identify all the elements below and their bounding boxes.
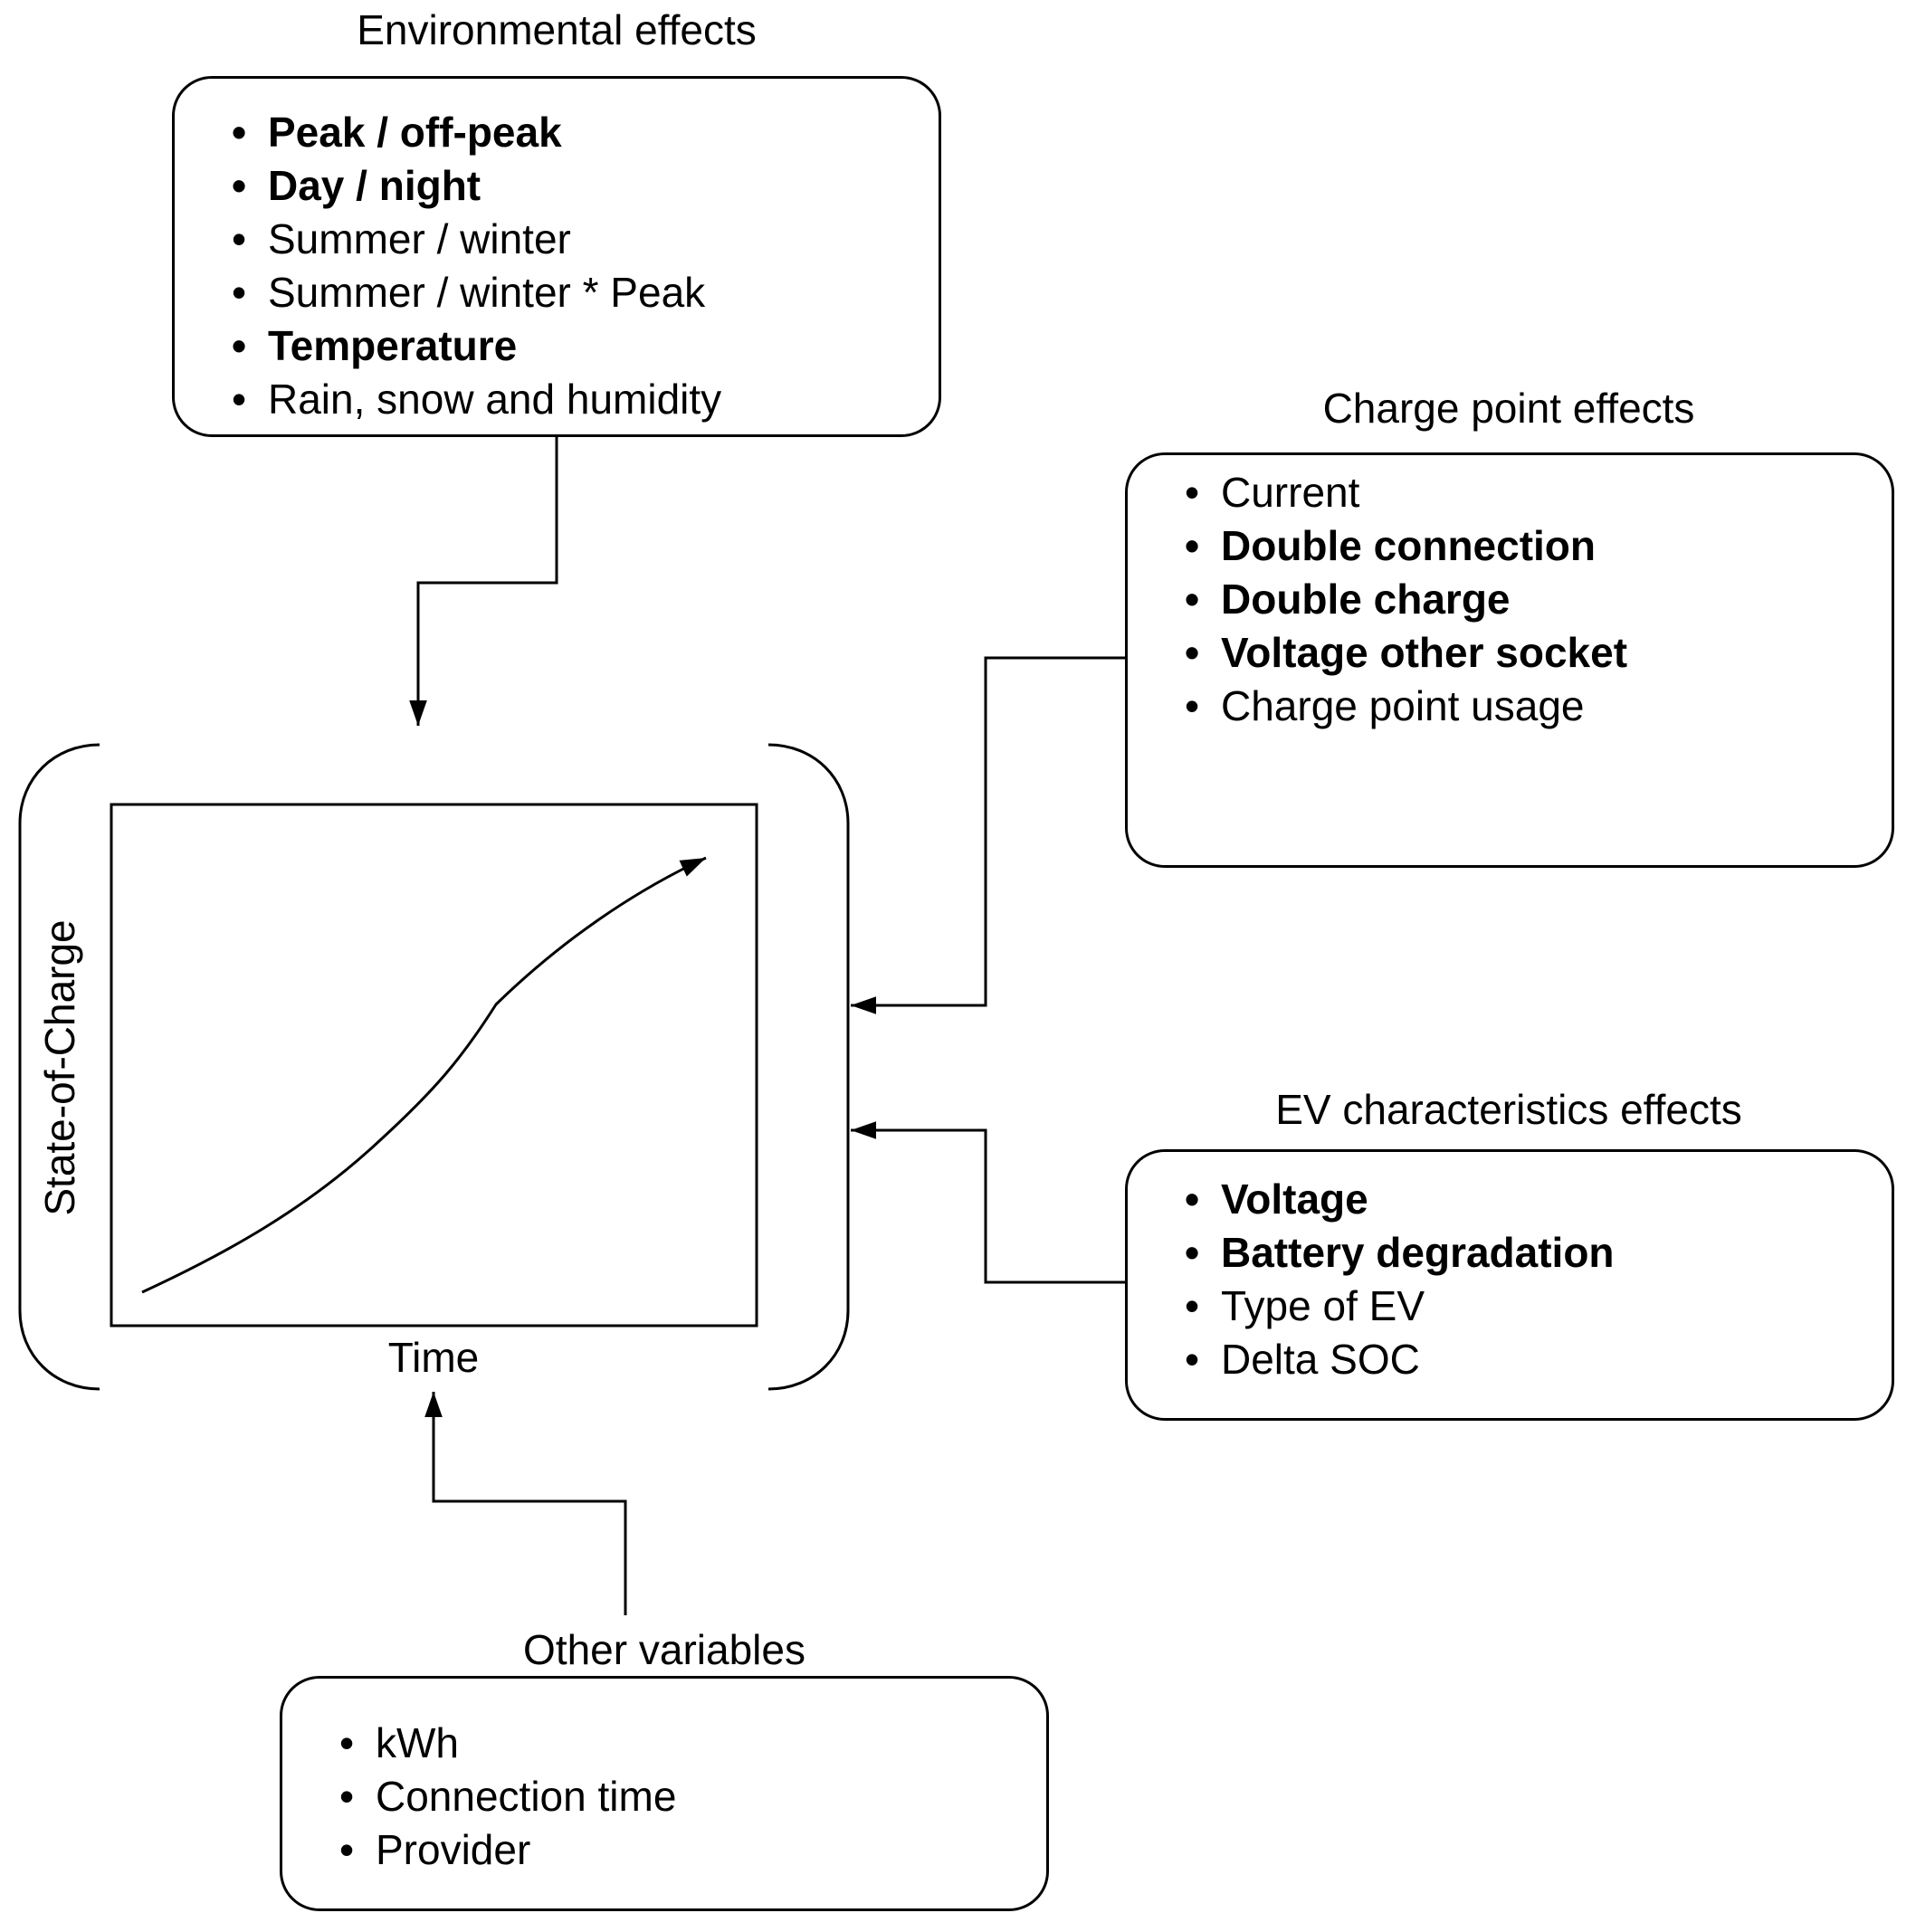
list-item: Day / night	[175, 159, 939, 213]
charge-point-effects-list: CurrentDouble connectionDouble chargeVol…	[1128, 466, 1892, 733]
list-item: Temperature	[175, 319, 939, 373]
list-item: Double charge	[1128, 573, 1892, 626]
other-variables-title: Other variables	[523, 1626, 805, 1673]
left-bracket	[18, 743, 100, 1391]
list-item: Summer / winter	[175, 213, 939, 266]
right-bracket	[767, 743, 850, 1391]
list-item: kWh	[282, 1717, 1046, 1770]
list-item: Battery degradation	[1128, 1226, 1892, 1280]
connector-other-variables	[424, 1392, 627, 1615]
list-item: Charge point usage	[1128, 680, 1892, 733]
list-item: Double connection	[1128, 519, 1892, 573]
ev-characteristics-effects-box: VoltageBattery degradationType of EVDelt…	[1125, 1149, 1894, 1421]
list-item: Provider	[282, 1823, 1046, 1877]
environmental-effects-box: Peak / off-peakDay / nightSummer / winte…	[172, 76, 941, 437]
list-item: Delta SOC	[1128, 1333, 1892, 1386]
list-item: Peak / off-peak	[175, 106, 939, 159]
charge-point-effects-title: Charge point effects	[1322, 385, 1695, 432]
list-item: Current	[1128, 466, 1892, 519]
list-item: Rain, snow and humidity	[175, 373, 939, 426]
charge-point-effects-box: CurrentDouble connectionDouble chargeVol…	[1125, 452, 1894, 868]
connector-environmental	[409, 435, 558, 726]
y-axis-label: State-of-Charge	[36, 919, 83, 1216]
list-item: Voltage	[1128, 1173, 1892, 1226]
other-variables-list: kWhConnection timeProvider	[282, 1717, 1046, 1877]
x-axis-label: Time	[387, 1334, 480, 1381]
list-item: Type of EV	[1128, 1280, 1892, 1333]
connector-ev-characteristics	[851, 1121, 1125, 1284]
soc-curve	[141, 856, 707, 1294]
ev-characteristics-effects-list: VoltageBattery degradationType of EVDelt…	[1128, 1173, 1892, 1386]
environmental-effects-title: Environmental effects	[357, 6, 757, 53]
connector-charge-point	[851, 656, 1125, 1014]
list-item: Voltage other socket	[1128, 626, 1892, 680]
list-item: Connection time	[282, 1770, 1046, 1823]
environmental-effects-list: Peak / off-peakDay / nightSummer / winte…	[175, 106, 939, 426]
ev-characteristics-effects-title: EV characteristics effects	[1275, 1086, 1742, 1133]
plot-frame	[110, 803, 758, 1328]
list-item: Summer / winter * Peak	[175, 266, 939, 319]
other-variables-box: kWhConnection timeProvider	[280, 1676, 1049, 1911]
